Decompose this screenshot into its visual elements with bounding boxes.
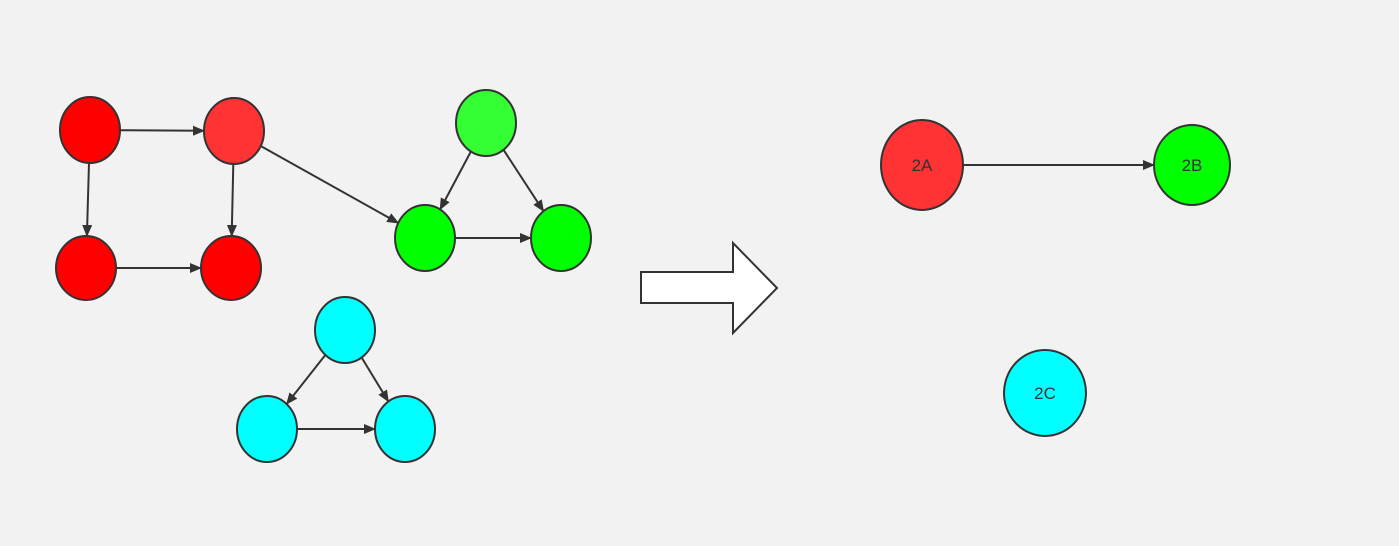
node-g1 xyxy=(455,89,517,157)
node-circle xyxy=(530,204,592,272)
node-c1 xyxy=(314,296,376,364)
node-c3 xyxy=(374,395,436,463)
edge-g1-to-g2 xyxy=(439,151,472,211)
node-circle xyxy=(880,119,964,211)
node-circle xyxy=(55,235,117,301)
edge-r1-to-r3 xyxy=(82,162,93,237)
right-graph-nodes: 2A 2B 2C xyxy=(880,119,1231,437)
node-g3 xyxy=(530,204,592,272)
node-r4 xyxy=(200,235,262,301)
node-circle xyxy=(455,89,517,157)
node-2A: 2A xyxy=(880,119,964,211)
node-circle xyxy=(394,204,456,272)
node-circle xyxy=(59,96,121,164)
edge-r1-to-r2 xyxy=(119,125,205,136)
node-r2 xyxy=(203,97,265,165)
edge-c1-to-c3 xyxy=(360,356,390,403)
transform-arrow xyxy=(640,240,779,336)
edge-r2-to-g2 xyxy=(260,145,400,224)
node-circle xyxy=(374,395,436,463)
node-circle xyxy=(200,235,262,301)
node-g2 xyxy=(394,204,456,272)
node-circle xyxy=(203,97,265,165)
left-graph-nodes xyxy=(55,89,592,463)
node-r1 xyxy=(59,96,121,164)
node-circle xyxy=(314,296,376,364)
node-label: 2C xyxy=(1034,384,1056,403)
node-2C: 2C xyxy=(1003,349,1087,437)
edge-g1-to-g3 xyxy=(502,149,545,213)
left-graph-edges xyxy=(82,125,545,434)
node-2B: 2B xyxy=(1153,124,1231,206)
node-label: 2A xyxy=(912,156,933,175)
node-r3 xyxy=(55,235,117,301)
node-circle xyxy=(1003,349,1087,437)
node-label: 2B xyxy=(1182,156,1203,175)
node-circle xyxy=(236,395,298,463)
node-circle xyxy=(1153,124,1231,206)
edge-r2-to-r4 xyxy=(226,163,237,237)
node-c2 xyxy=(236,395,298,463)
edge-c1-to-c2 xyxy=(285,354,327,405)
